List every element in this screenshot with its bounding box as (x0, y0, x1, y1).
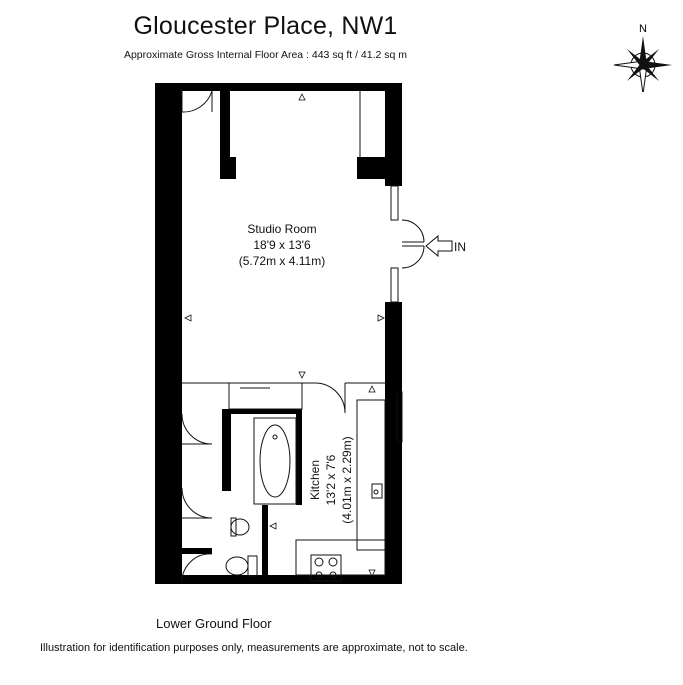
floor-level-label: Lower Ground Floor (156, 616, 272, 631)
plan-title: Gloucester Place, NW1 (133, 12, 398, 40)
entrance-arrow-icon (425, 234, 453, 258)
entrance-label: IN (454, 240, 466, 254)
kitchen-label: Kitchen 13'2 x 7'6 (4.01m x 2.29m) (308, 436, 354, 523)
kitchen-name: Kitchen (308, 460, 322, 500)
north-compass-icon: N (613, 23, 672, 92)
studio-room-imperial: 18'9 x 13'6 (253, 238, 311, 252)
studio-room-label: Studio Room 18'9 x 13'6 (5.72m x 4.11m) (239, 222, 325, 268)
walls (155, 83, 402, 584)
studio-room-name: Studio Room (247, 222, 316, 236)
kitchen-imperial: 13'2 x 7'6 (324, 454, 338, 505)
disclaimer-note: Illustration for identification purposes… (40, 642, 468, 654)
thin-lines (181, 90, 425, 583)
measurement-markers (184, 93, 385, 577)
studio-room-metric: (5.72m x 4.11m) (239, 254, 325, 268)
compass-north-label: N (639, 23, 647, 35)
kitchen-metric: (4.01m x 2.29m) (340, 436, 354, 523)
floor-area-subtitle: Approximate Gross Internal Floor Area : … (123, 49, 408, 61)
